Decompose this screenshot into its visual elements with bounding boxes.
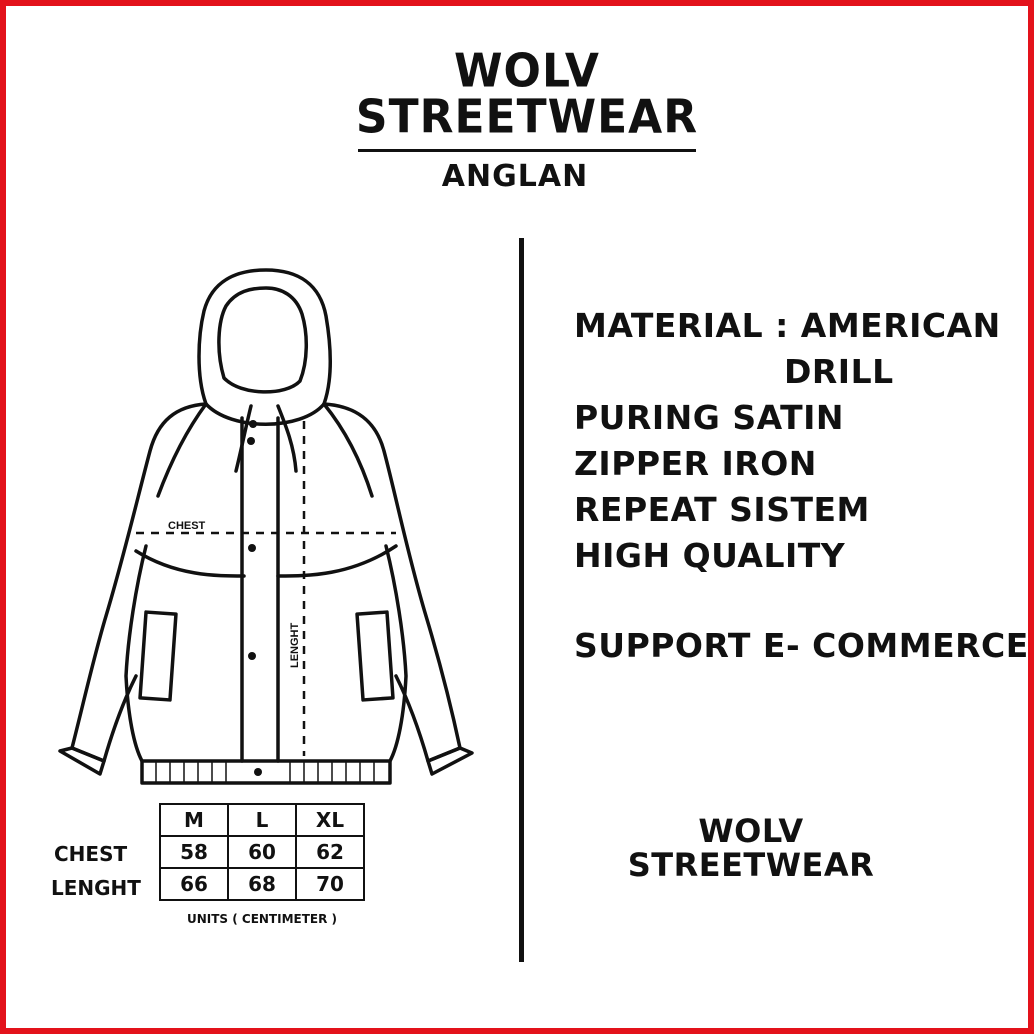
table-cell: 70 bbox=[295, 867, 365, 901]
table-row: 58 60 62 bbox=[159, 835, 365, 869]
table-cell: 68 bbox=[227, 867, 297, 901]
model-name: ANGLAN bbox=[441, 159, 589, 194]
chest-row-label: CHEST bbox=[54, 842, 128, 866]
table-cell: 60 bbox=[227, 835, 297, 869]
size-header: XL bbox=[295, 803, 365, 837]
table-row: 66 68 70 bbox=[159, 867, 365, 901]
table-cell: 62 bbox=[295, 835, 365, 869]
brand-title-line2: STREETWEAR bbox=[355, 90, 699, 145]
title-underline bbox=[358, 149, 696, 152]
units-note: UNITS ( CENTIMETER ) bbox=[186, 912, 338, 926]
size-table: M L XL 58 60 62 66 68 70 bbox=[159, 803, 365, 901]
table-cell: 66 bbox=[159, 867, 229, 901]
spec-item: MATERIAL : AMERICAN bbox=[574, 306, 1001, 345]
spec-list: MATERIAL : AMERICAN DRILL PURING SATIN Z… bbox=[574, 303, 1001, 579]
size-header: M bbox=[159, 803, 229, 837]
length-row-label: LENGHT bbox=[51, 876, 141, 900]
footer-brand-line1: WOLV bbox=[698, 812, 804, 850]
brand-title-line1: WOLV bbox=[454, 44, 600, 99]
length-measure-label: LENGHT bbox=[289, 623, 301, 669]
size-header-row: M L XL bbox=[159, 803, 365, 837]
spec-item: DRILL bbox=[784, 352, 894, 391]
spec-item: ZIPPER IRON bbox=[574, 444, 817, 483]
spec-item: PURING SATIN bbox=[574, 398, 845, 437]
table-cell: 58 bbox=[159, 835, 229, 869]
hooded-jacket-icon: CHEST LENGHT bbox=[58, 268, 474, 785]
size-header: L bbox=[227, 803, 297, 837]
vertical-divider bbox=[519, 238, 524, 962]
footer-brand-line2: STREETWEAR bbox=[627, 846, 875, 884]
spec-item: HIGH QUALITY bbox=[574, 536, 846, 575]
spec-item: REPEAT SISTEM bbox=[574, 490, 870, 529]
support-note: SUPPORT E- COMMERCE bbox=[574, 626, 1029, 665]
chest-measure-label: CHEST bbox=[168, 520, 206, 532]
